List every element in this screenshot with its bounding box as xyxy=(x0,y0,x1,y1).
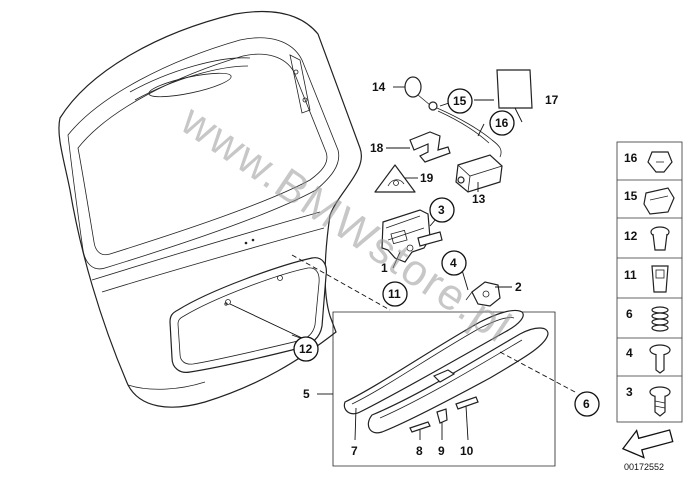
screw-4-icon xyxy=(649,344,671,374)
callout-13: 13 xyxy=(472,192,486,206)
tailgate xyxy=(58,10,362,408)
side-label-12: 12 xyxy=(624,229,638,243)
fastener-side-panel xyxy=(616,141,683,423)
callout-19: 19 xyxy=(420,171,434,185)
side-label-4: 4 xyxy=(626,346,633,360)
warning-label xyxy=(374,164,416,193)
callout-numbers: 14 15 16 17 18 19 13 3 1 4 2 11 12 5 6 7… xyxy=(299,80,590,458)
side-label-16: 16 xyxy=(624,151,638,165)
clip-15-icon xyxy=(643,187,675,215)
tailgate-lock xyxy=(381,209,443,263)
clip-16-icon xyxy=(647,151,673,173)
side-label-11: 11 xyxy=(624,268,637,282)
side-label-15: 15 xyxy=(624,189,638,203)
document-number: 00172552 xyxy=(624,462,664,472)
side-panel-numbers: 16 15 12 11 6 4 3 xyxy=(624,151,638,399)
handle-group-frame xyxy=(332,309,556,467)
callout-10: 10 xyxy=(460,444,474,458)
callout-4: 4 xyxy=(450,256,457,270)
callout-7: 7 xyxy=(351,444,358,458)
grommet-12-icon xyxy=(650,226,670,251)
callout-6: 6 xyxy=(583,397,590,411)
callout-17: 17 xyxy=(545,93,559,107)
callout-8: 8 xyxy=(416,444,423,458)
screw-3-icon xyxy=(649,386,671,417)
callout-1: 1 xyxy=(381,261,388,275)
callout-16: 16 xyxy=(495,116,509,130)
callout-11: 11 xyxy=(388,287,401,301)
bracket xyxy=(409,131,451,163)
striker xyxy=(465,281,501,307)
callout-3: 3 xyxy=(438,203,445,217)
arrow-icon xyxy=(621,429,674,459)
callout-2: 2 xyxy=(515,280,522,294)
callout-12: 12 xyxy=(299,342,313,356)
callout-9: 9 xyxy=(438,444,445,458)
callout-14: 14 xyxy=(372,80,386,94)
clip-nut-11-icon xyxy=(651,265,669,293)
callout-15: 15 xyxy=(453,94,467,108)
side-label-3: 3 xyxy=(626,385,633,399)
circled-callouts xyxy=(293,88,600,417)
side-label-6: 6 xyxy=(626,307,633,321)
callout-5: 5 xyxy=(303,387,310,401)
callout-18: 18 xyxy=(370,141,384,155)
spring-6-icon xyxy=(651,306,669,332)
